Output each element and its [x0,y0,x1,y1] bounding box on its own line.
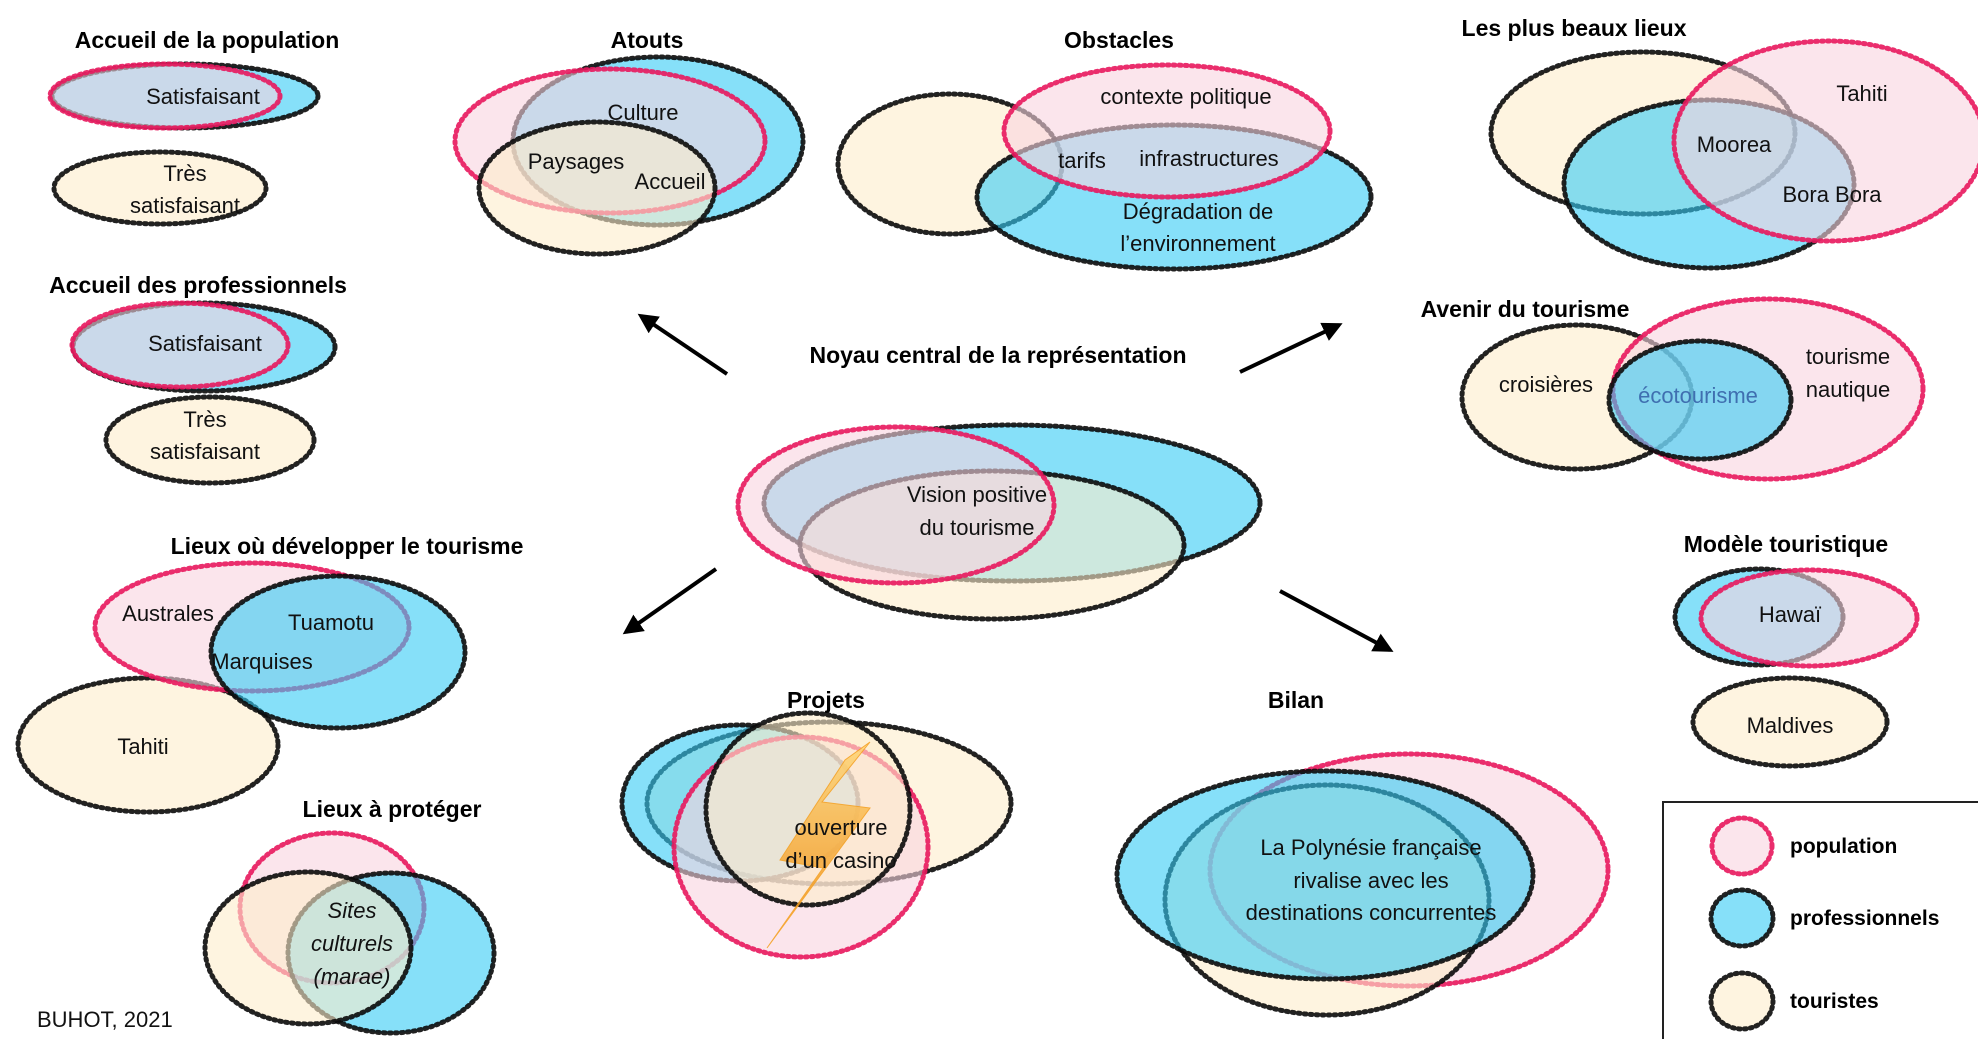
moorea-label: Moorea [1697,132,1772,157]
tres-label-line1: Très [163,161,206,186]
professionnels-ellipse [208,573,468,731]
sites-label-line3: (marae) [313,964,390,989]
contexte-label: contexte politique [1100,84,1271,109]
legend-item-population: population [1709,815,1897,877]
legend-item-touristes: touristes [1708,970,1879,1032]
hawai-label: Hawaï [1759,602,1822,627]
ecotourisme-label: écotourisme [1638,383,1758,408]
arrow-to-bilan [1279,589,1394,652]
population-ellipse [69,300,291,390]
tahiti-label: Tahiti [1836,81,1887,106]
maldives-label: Maldives [1747,713,1834,738]
modele-title: Modèle touristique [1684,531,1888,557]
casino-label-line2: d’un casino [785,848,896,873]
avenir-group: Avenir du tourisme croisières écotourism… [1421,296,1926,482]
legend: population professionnels touristes [1662,801,1978,1044]
projets-group: Projets ouverture d’un casino [619,687,1014,960]
population-ellipse [1001,62,1333,200]
vision-label-line1: Vision positive [907,482,1047,507]
legend-label-population: population [1790,835,1897,858]
atouts-group: Atouts Culture Paysages Accueil [452,27,806,257]
touristes-ellipse [703,710,913,908]
bilan-label-line2: rivalise avec les [1293,868,1448,893]
accueil-population-group: Accueil de la population Satisfaisant Tr… [47,27,340,227]
degradation-label-line2: l’environnement [1120,231,1275,256]
touristes-ellipse [103,394,317,486]
legend-item-professionnels: professionnels [1708,887,1939,949]
touristes-ellipse [15,675,281,815]
population-ellipse [1671,38,1978,244]
atouts-title: Atouts [611,27,684,53]
lieux-proteger-title: Lieux à protéger [303,796,482,822]
arrow-to-atouts [637,313,729,376]
marquises-label: Marquises [211,649,312,674]
australes-label: Australes [122,601,214,626]
accueil-label: Accueil [635,169,706,194]
tres-label-line2: satisfaisant [130,193,240,218]
lieux-developper-group: Lieux où développer le tourisme Australe… [15,533,524,815]
beaux-lieux-title: Les plus beaux lieux [1462,15,1687,41]
arrow-to-avenir [1239,322,1343,374]
satisfaisant-label: Satisfaisant [148,331,262,356]
population-ellipse [47,61,283,131]
noyau-central-group: Noyau central de la représentation Visio… [735,342,1263,622]
projets-title: Projets [787,687,865,713]
nautique-label-line1: tourisme [1806,344,1890,369]
tahiti-label: Tahiti [117,734,168,759]
accueil-professionnels-group: Accueil des professionnels Satisfaisant … [49,272,347,486]
degradation-label-line1: Dégradation de [1123,199,1273,224]
bilan-label-line1: La Polynésie française [1260,835,1481,860]
professionnels-ellipse [1606,338,1794,462]
professionnels-swatch [1708,887,1776,949]
tres-label-line2: satisfaisant [150,439,260,464]
accueil-professionnels-title: Accueil des professionnels [49,272,347,298]
tarifs-label: tarifs [1058,148,1106,173]
vision-label-line2: du tourisme [920,515,1035,540]
touristes-ellipse [202,869,414,1027]
lieux-developper-title: Lieux où développer le tourisme [171,533,524,559]
touristes-ellipse [1690,675,1890,769]
bilan-title: Bilan [1268,687,1324,713]
credit-text: BUHOT, 2021 [37,1007,173,1032]
legend-label-touristes: touristes [1790,990,1879,1013]
accueil-population-title: Accueil de la population [75,27,340,53]
arrow-to-lieux-developper [622,567,718,635]
obstacles-title: Obstacles [1064,27,1174,53]
population-swatch [1709,815,1775,877]
bilan-group: Bilan La Polynésie française rivalise av… [1114,687,1611,1018]
touristes-swatch [1708,970,1776,1032]
sites-label-line1: Sites [328,898,377,923]
touristes-ellipse [476,119,718,257]
noyau-central-title: Noyau central de la représentation [809,342,1186,368]
casino-label-line1: ouverture [795,815,888,840]
obstacles-group: Obstacles contexte politique tarifs infr… [835,27,1374,272]
infrastructures-label: infrastructures [1139,146,1278,171]
population-ellipse [1698,567,1920,669]
lightning-icon [766,741,871,949]
croisieres-label: croisières [1499,372,1593,397]
modele-group: Modèle touristique Hawaï Maldives [1672,531,1920,769]
sites-label-line2: culturels [311,931,393,956]
paysages-label: Paysages [528,149,625,174]
arrows-group [622,313,1394,652]
satisfaisant-label: Satisfaisant [146,84,260,109]
population-ellipse [735,424,1057,586]
culture-label: Culture [608,100,679,125]
professionnels-ellipse [1114,768,1536,982]
bora-bora-label: Bora Bora [1782,182,1882,207]
legend-label-professionnels: professionnels [1790,907,1939,930]
avenir-title: Avenir du tourisme [1421,296,1630,322]
touristes-ellipse [51,149,269,227]
tuamotu-label: Tuamotu [288,610,374,635]
lieux-proteger-group: Lieux à protéger Sites culturels (marae) [202,796,497,1036]
bilan-label-line3: destinations concurrentes [1246,900,1497,925]
tres-label-line1: Très [183,407,226,432]
nautique-label-line2: nautique [1806,377,1890,402]
beaux-lieux-group: Les plus beaux lieux Tahiti Moorea Bora … [1462,15,1978,271]
